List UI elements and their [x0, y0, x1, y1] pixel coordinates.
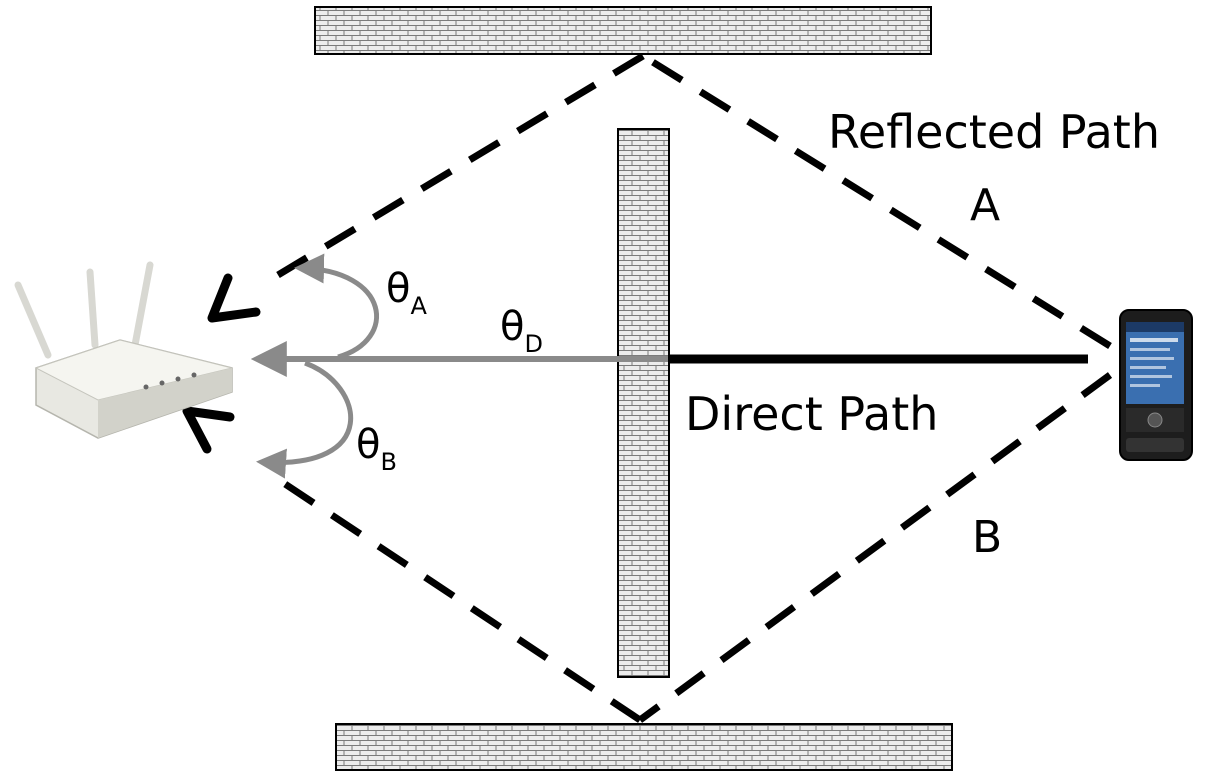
- top-wall: [314, 6, 932, 55]
- arrowhead-a: [207, 273, 261, 323]
- theta-b-label: θB: [356, 422, 397, 476]
- reflected-path-b: [268, 372, 1113, 723]
- theta-d-label: θD: [500, 304, 543, 358]
- smartphone-icon: [1119, 309, 1193, 461]
- reflected-path-label: Reflected Path: [828, 105, 1160, 159]
- angle-arc-a: [294, 253, 379, 360]
- theta-a-label: θA: [386, 266, 427, 320]
- direct-path-label: Direct Path: [685, 387, 938, 441]
- arrowhead-b: [182, 406, 235, 454]
- bottom-wall: [335, 723, 953, 771]
- angle-arc-b: [256, 360, 354, 479]
- middle-wall: [617, 128, 670, 678]
- reflected-path-a: [276, 52, 1112, 349]
- path-b-label: B: [972, 512, 1002, 563]
- path-a-label: A: [970, 180, 1000, 231]
- wireless-router-icon: [14, 261, 233, 439]
